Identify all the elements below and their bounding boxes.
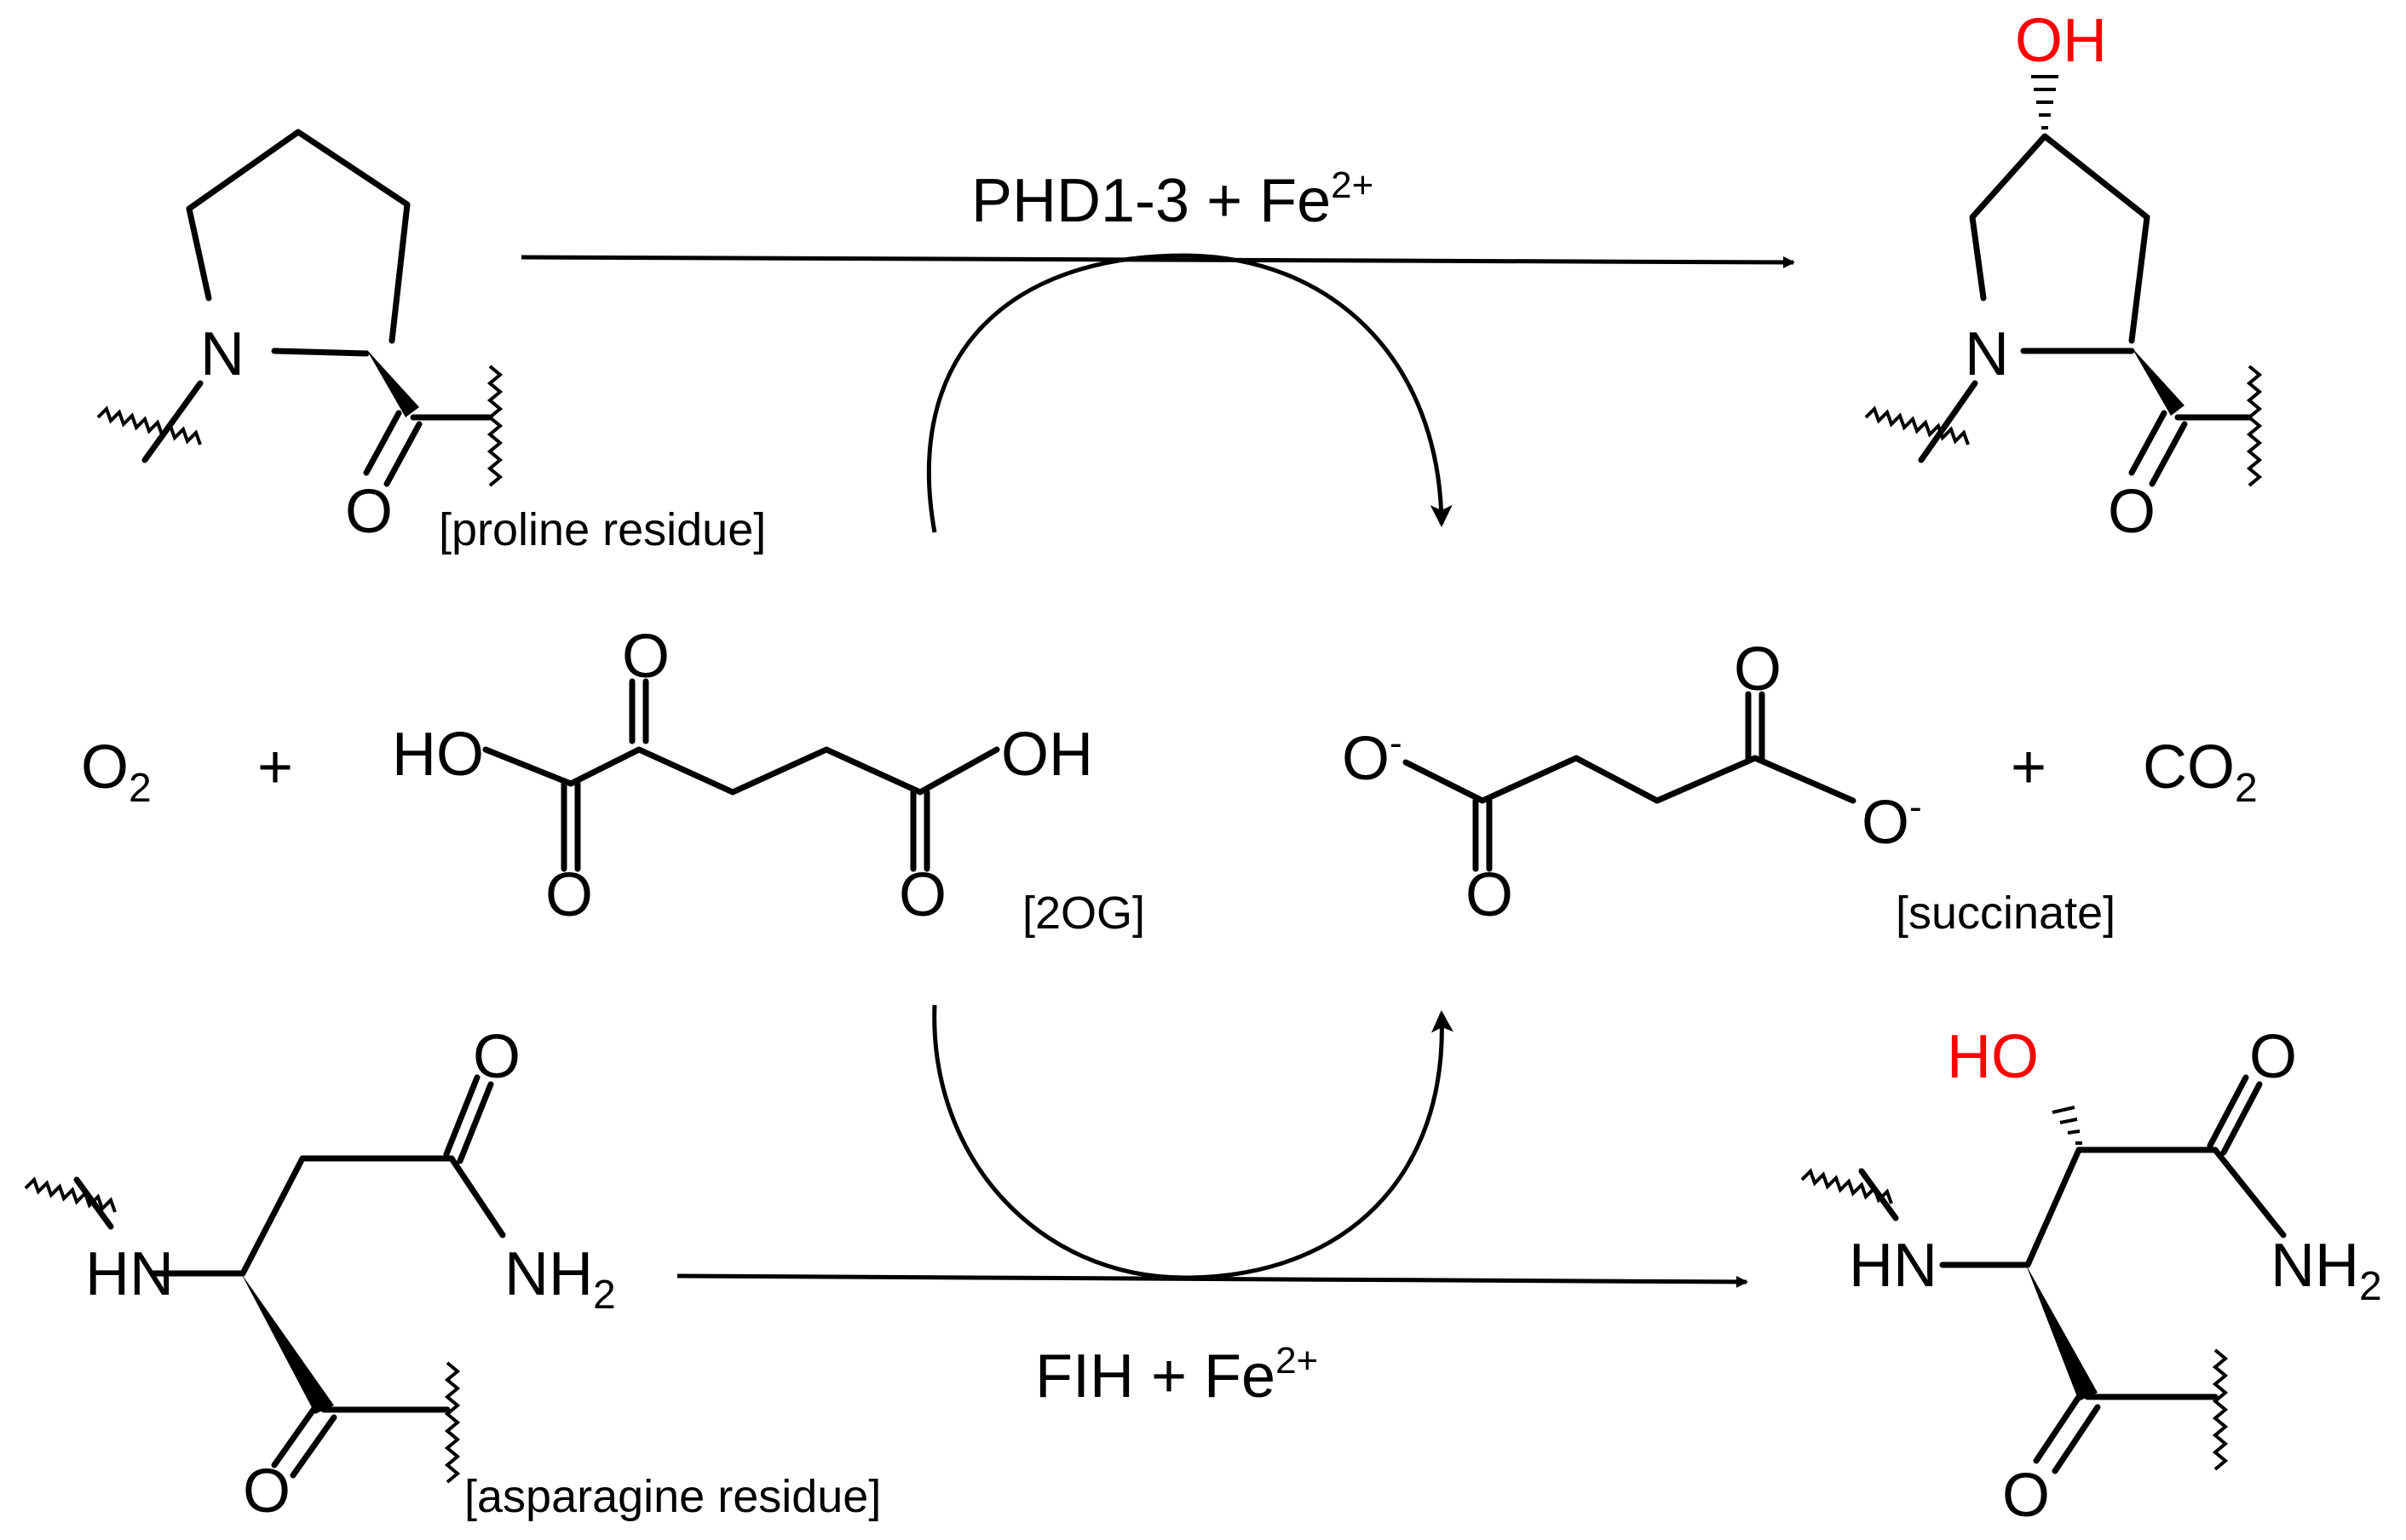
asparagine-carbonyl-o: O — [243, 1457, 291, 1526]
hydroxyproline-n-atom: N — [1965, 320, 2009, 388]
proline-n-atom: N — [200, 320, 245, 388]
hydroxyasparagine-nh2: NH2 — [2271, 1232, 2382, 1309]
succinate-o-right: O- — [1862, 786, 1922, 857]
asparagine-nh2: NH2 — [504, 1240, 616, 1318]
2og-keto-o: O — [622, 623, 670, 691]
hydroxyasparagine-carbonyl-o: O — [2002, 1462, 2050, 1530]
2og-acid-o-right: O — [899, 861, 947, 929]
bottom-cycle-arc — [932, 1004, 1453, 1280]
hydroxyasparagine-ho: HO — [1947, 1023, 2039, 1091]
2og-label: [2OG] — [1022, 888, 1145, 939]
succinate-carbonyl-o-right: O — [1734, 635, 1781, 704]
succinate-structure: O- O O O- — [1342, 635, 1922, 929]
2og-acid-o-left: O — [545, 861, 593, 929]
asparagine-hn: HN — [85, 1240, 174, 1308]
top-cycle-arc — [926, 253, 1453, 533]
co2-species: CO2 — [2143, 733, 2258, 811]
asparagine-label: [asparagine residue] — [464, 1471, 881, 1522]
succinate-carbonyl-o-left: O — [1465, 861, 1513, 929]
proline-label: [proline residue] — [439, 504, 766, 555]
hydroxyproline-structure: OH N O — [1864, 7, 2263, 546]
asparagine-amide-o: O — [473, 1023, 521, 1091]
hydroxyproline-carbonyl-o: O — [2108, 478, 2156, 546]
proline-carbonyl-o: O — [345, 478, 393, 546]
plus-left: + — [257, 733, 293, 802]
bottom-reaction-arrow — [676, 1273, 1748, 1288]
proline-residue-structure: N O — [96, 129, 504, 546]
2og-oh: OH — [1001, 721, 1093, 789]
o2-species: O2 — [81, 733, 152, 811]
hydroxyasparagine-hn: HN — [1849, 1232, 1937, 1300]
top-reaction-arrow — [521, 255, 1795, 268]
plus-right: + — [2011, 733, 2046, 802]
hydroxyasparagine-amide-o: O — [2249, 1023, 2297, 1091]
bottom-enzyme-label: FIH + Fe2+ — [1035, 1340, 1318, 1411]
succinate-label: [succinate] — [1896, 888, 2115, 939]
2og-structure: HO O O O OH — [392, 623, 1093, 929]
asparagine-residue-structure: HN O NH2 O — [24, 1023, 616, 1526]
2og-ho: HO — [392, 721, 484, 789]
hydroxyasparagine-structure: HO O NH2 HN O — [1800, 1023, 2382, 1530]
hydroxyproline-oh: OH — [2015, 7, 2107, 75]
top-enzyme-label: PHD1-3 + Fe2+ — [971, 164, 1373, 235]
succinate-o-left: O- — [1342, 722, 1402, 793]
